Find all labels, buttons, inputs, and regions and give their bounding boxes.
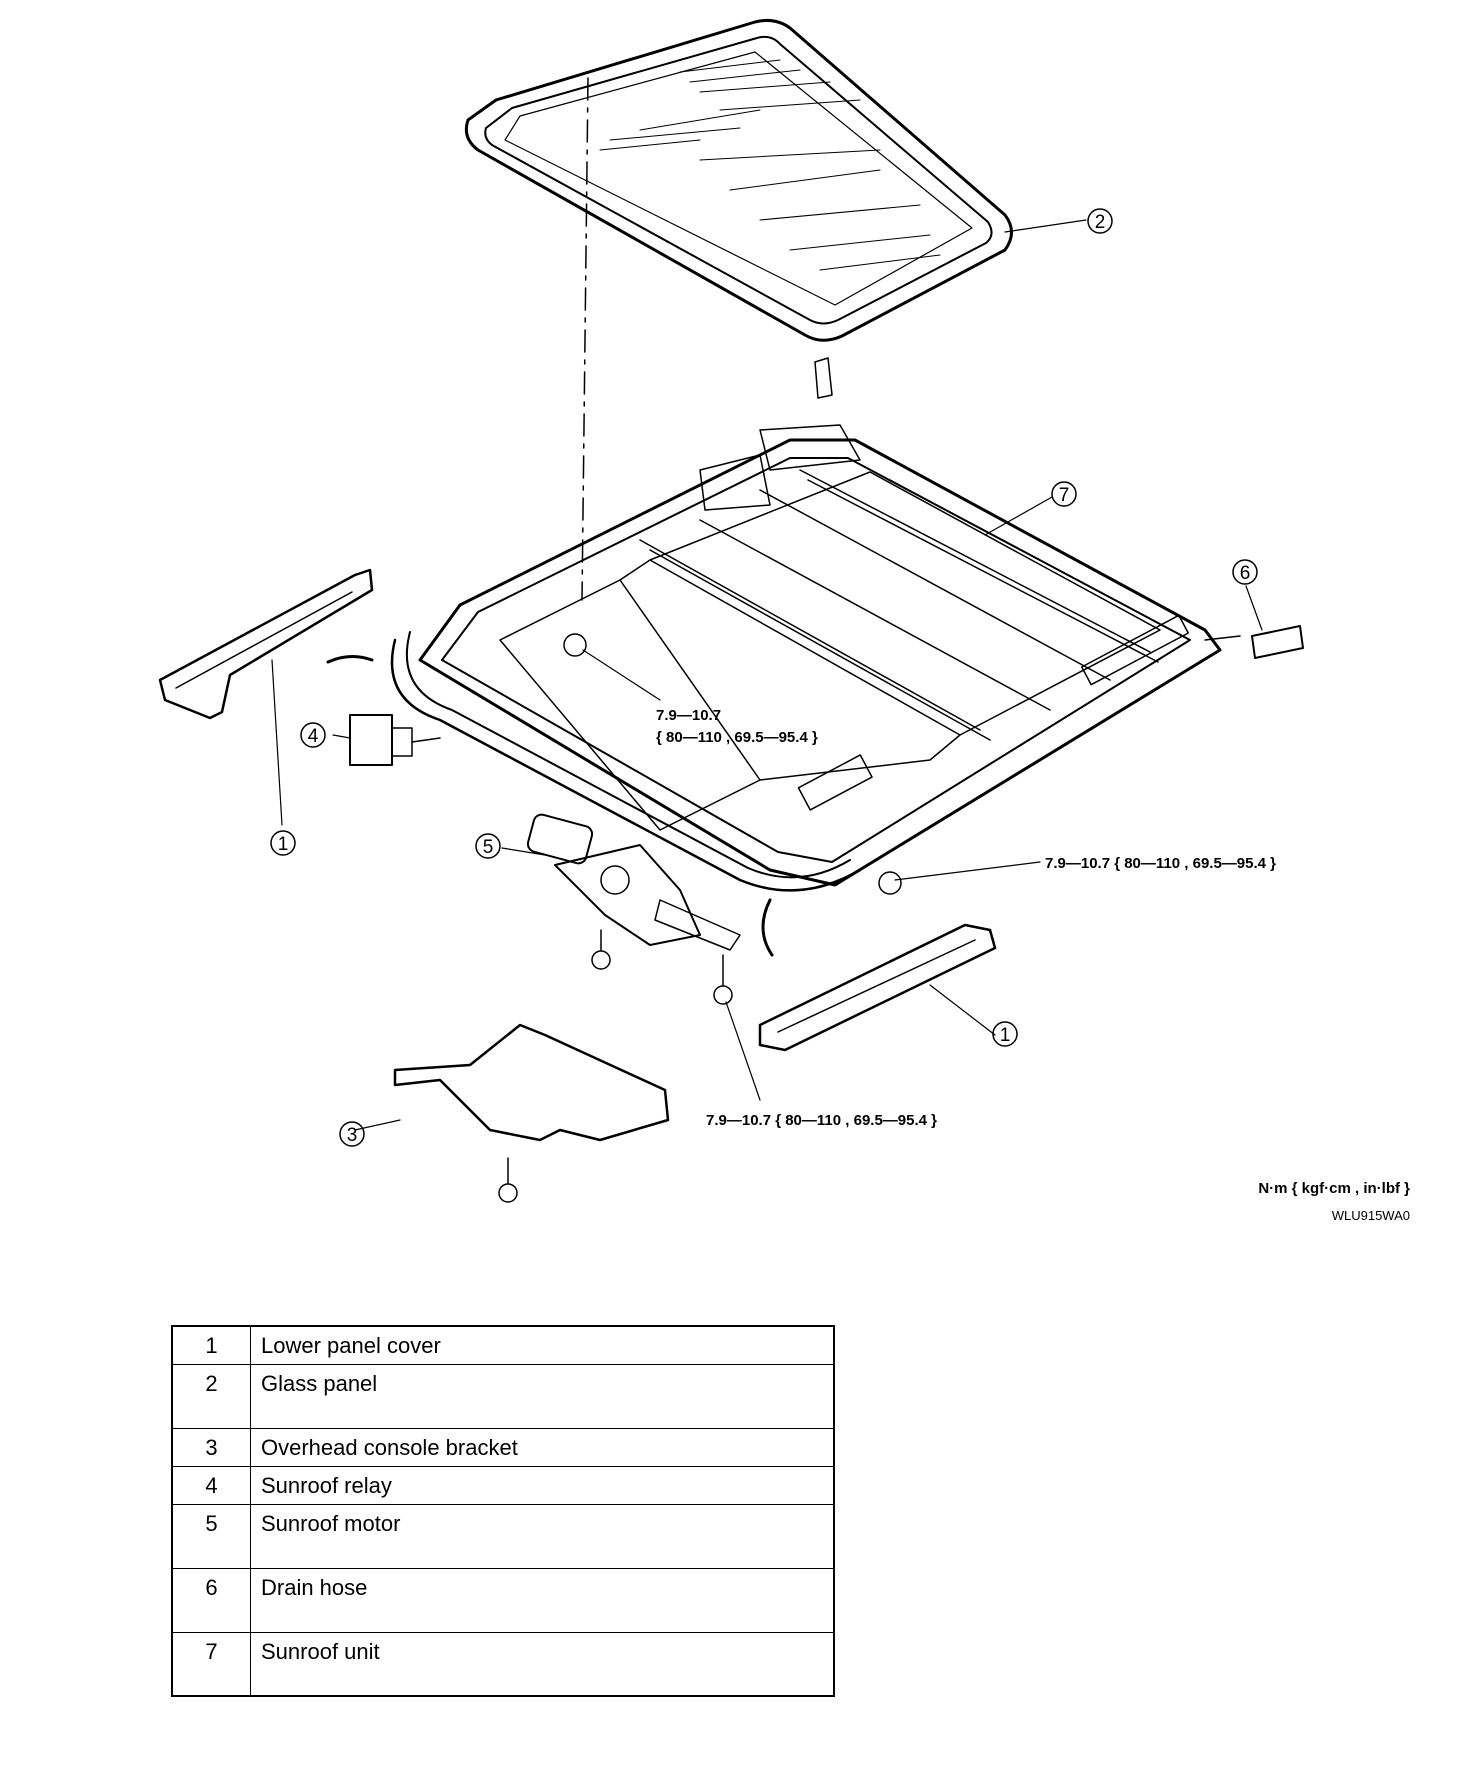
part-number: 2 [171, 1363, 251, 1429]
figure-code: WLU915WA0 [1331, 1208, 1410, 1223]
callout-3: 3 [347, 1125, 358, 1146]
part-name: Glass panel [250, 1363, 835, 1429]
parts-table: 1 Lower panel cover 2 Glass panel 3 Over… [171, 1325, 835, 1697]
callout-1-left: 1 [278, 834, 289, 855]
table-row: 2 Glass panel [171, 1363, 835, 1429]
table-row: 3 Overhead console bracket [171, 1427, 835, 1467]
alignment-line [581, 77, 589, 601]
lower-panel-cover-right [758, 923, 997, 1052]
part-number: 7 [171, 1631, 251, 1697]
callout-5: 5 [483, 837, 494, 858]
rubber-stop [814, 357, 833, 399]
table-row: 4 Sunroof relay [171, 1465, 835, 1505]
callout-1-right: 1 [1000, 1025, 1011, 1046]
drain-hose [1251, 625, 1304, 659]
sunroof-relay [349, 714, 441, 766]
table-row: 5 Sunroof motor [171, 1503, 835, 1569]
leader-lines [271, 219, 1263, 1131]
callout-6: 6 [1240, 563, 1251, 584]
part-number: 4 [171, 1465, 251, 1505]
part-name: Sunroof motor [250, 1503, 835, 1569]
callout-7: 7 [1059, 485, 1070, 506]
table-row: 1 Lower panel cover [171, 1325, 835, 1365]
part-name: Sunroof unit [250, 1631, 835, 1697]
callout-circles [270, 208, 1258, 1147]
torque-spec-right: 7.9—10.7 { 80—110 , 69.5—95.4 } [1045, 855, 1276, 872]
lower-panel-cover-left [158, 568, 374, 720]
glass-reflection-lines [599, 59, 941, 271]
hose-right [761, 898, 774, 957]
part-number: 6 [171, 1567, 251, 1633]
part-name: Overhead console bracket [250, 1427, 835, 1467]
part-number: 1 [171, 1325, 251, 1365]
table-row: 6 Drain hose [171, 1567, 835, 1633]
table-row: 7 Sunroof unit [171, 1631, 835, 1697]
frame-rails [639, 469, 1159, 741]
part-name: Sunroof relay [250, 1465, 835, 1505]
fasteners [498, 633, 902, 1203]
torque-spec-center-line2: { 80—110 , 69.5—95.4 } [656, 729, 818, 746]
overhead-console-bracket [393, 1023, 670, 1142]
sunroof-motor [526, 813, 741, 951]
sunroof-exploded-diagram: 2 7 6 1 4 5 3 1 7.9—10.7 { 80—110 , 69.5… [158, 19, 1304, 1203]
part-name: Drain hose [250, 1567, 835, 1633]
callout-2: 2 [1095, 212, 1106, 233]
glass-panel [464, 19, 1013, 342]
part-name: Lower panel cover [250, 1325, 835, 1365]
torque-spec-center-line1: 7.9—10.7 [656, 707, 721, 724]
part-number: 5 [171, 1503, 251, 1569]
hose-left [326, 655, 374, 664]
torque-units-note: N·m { kgf·cm , in·lbf } [1258, 1180, 1410, 1197]
torque-spec-lower: 7.9—10.7 { 80—110 , 69.5—95.4 } [706, 1112, 937, 1129]
sunroof-unit-frame [390, 424, 1222, 892]
part-number: 3 [171, 1427, 251, 1467]
callout-4: 4 [308, 726, 319, 747]
